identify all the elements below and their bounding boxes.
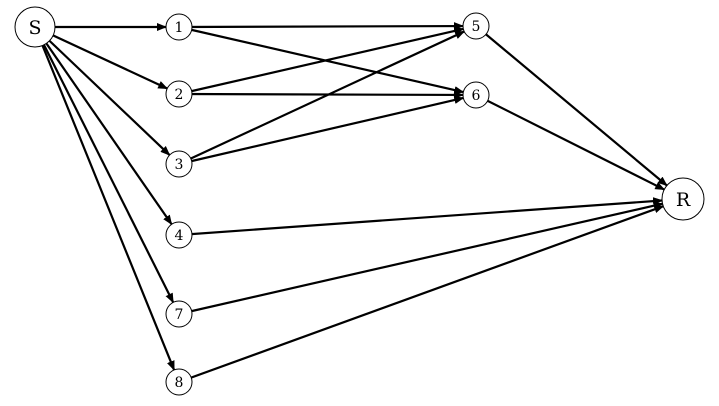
node-label-1: 1 (175, 20, 184, 36)
edge-6-to-r (475, 94, 666, 191)
edge-1-to-6 (178, 25, 465, 94)
node-label-r: R (676, 189, 691, 211)
node-6: 6 (462, 81, 490, 109)
edge-8-to-r (178, 205, 665, 384)
edge-2-to-6 (178, 90, 464, 99)
node-circle-2 (165, 80, 193, 108)
node-label-3: 3 (175, 157, 184, 173)
node-circle-7 (165, 300, 193, 328)
node-circle-8 (165, 368, 193, 396)
edge-2-to-5 (178, 27, 465, 96)
node-circle-4 (165, 221, 193, 249)
edges-layer (33, 22, 668, 384)
node-label-7: 7 (175, 307, 184, 323)
edge-1-to-5 (178, 22, 464, 31)
edge-s-to-3 (34, 26, 171, 156)
edge-s-to-2 (34, 26, 169, 90)
node-label-4: 4 (175, 228, 184, 244)
node-circle-3 (165, 150, 193, 178)
node-label-s: S (28, 17, 41, 39)
edge-s-to-8 (33, 26, 176, 371)
edge-3-to-5 (178, 30, 466, 165)
node-s: S (14, 6, 56, 48)
edge-4-to-r (178, 197, 664, 237)
node-circle-6 (462, 81, 490, 109)
node-1: 1 (165, 13, 193, 41)
edge-s-to-7 (34, 26, 175, 304)
node-8: 8 (165, 368, 193, 396)
node-label-8: 8 (175, 375, 184, 391)
edge-3-to-6 (178, 96, 465, 166)
node-r: R (661, 177, 705, 221)
node-5: 5 (462, 12, 490, 40)
node-circle-1 (165, 13, 193, 41)
node-7: 7 (165, 300, 193, 328)
node-4: 4 (165, 221, 193, 249)
node-label-5: 5 (472, 19, 481, 35)
node-label-2: 2 (175, 87, 184, 103)
edge-s-to-4 (34, 26, 173, 226)
node-3: 3 (165, 150, 193, 178)
nodes-layer: S 1 2 3 4 7 8 5 6R (14, 6, 705, 396)
node-circle-5 (462, 12, 490, 40)
node-circle-r (661, 177, 705, 221)
edge-7-to-r (178, 201, 664, 316)
node-label-6: 6 (472, 88, 481, 104)
node-2: 2 (165, 80, 193, 108)
edge-5-to-r (475, 25, 668, 187)
node-circle-s (14, 6, 56, 48)
